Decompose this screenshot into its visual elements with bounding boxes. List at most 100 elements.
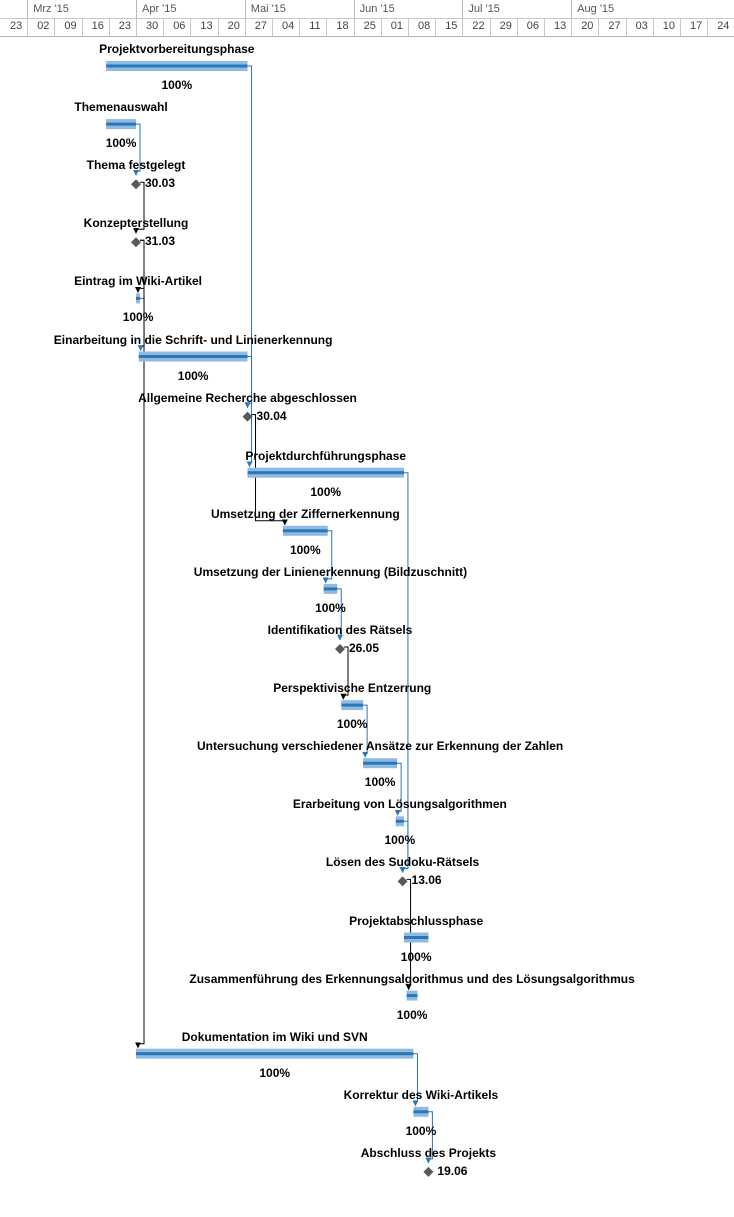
day-tick-label: 24 — [717, 20, 730, 32]
day-tick-label: 20 — [581, 20, 594, 32]
dependency-link — [133, 181, 145, 234]
milestone-diamond[interactable] — [242, 411, 253, 422]
task-label: Projektdurchführungsphase — [245, 448, 407, 463]
day-grid-line — [489, 18, 491, 36]
day-tick-label: 13 — [200, 20, 213, 32]
day-tick-label: 06 — [526, 20, 540, 32]
task-percent-complete: 100% — [289, 542, 321, 557]
day-grid-line — [81, 18, 83, 36]
task-progress-bar — [106, 64, 248, 68]
dependency-link — [394, 762, 402, 816]
day-tick-label: 01 — [390, 20, 404, 32]
day-tick-label: 30 — [146, 20, 159, 32]
task-progress-bar — [395, 819, 404, 823]
day-grid-line — [680, 18, 681, 36]
dependency-link — [322, 530, 333, 584]
task-label: Umsetzung der Ziffernerkennung — [210, 506, 400, 521]
dependency-link — [425, 1111, 433, 1164]
dependency-link — [133, 123, 141, 176]
task-label: Projektabschlussphase — [349, 913, 484, 928]
month-grid-line — [244, 0, 246, 18]
day-grid-line — [27, 18, 29, 36]
task-label: Untersuchung verschiedener Ansätze zur E… — [196, 739, 564, 754]
milestone-date: 30.04 — [256, 408, 287, 423]
day-grid-line — [108, 18, 110, 36]
task-progress-bar — [136, 296, 141, 300]
day-tick-label: 11 — [309, 20, 321, 32]
task-label: Korrektur des Wiki-Artikels — [343, 1087, 499, 1102]
task-progress-bar — [413, 1110, 429, 1114]
task-progress-bar — [282, 529, 328, 533]
task-label: Projektvorbereitungsphase — [99, 42, 255, 56]
task-progress-bar — [106, 122, 136, 126]
day-tick-label: 08 — [418, 20, 431, 32]
milestone-date: 13.06 — [411, 873, 442, 888]
timescale-bottom-border — [0, 36, 734, 37]
dependency-link — [251, 414, 288, 526]
task-label: Erarbeitung von Lösungsalgorithmen — [292, 797, 507, 812]
day-grid-line — [353, 18, 355, 36]
task-label: Thema festgelegt — [86, 158, 186, 173]
milestone-date: 30.03 — [145, 176, 176, 191]
dependency-link — [362, 704, 369, 758]
milestone-diamond[interactable] — [131, 179, 141, 190]
day-tick-label: 18 — [336, 20, 349, 32]
day-grid-line — [299, 18, 301, 36]
milestone-date: 26.05 — [349, 641, 380, 655]
day-grid-line — [625, 18, 627, 36]
day-tick-label: 03 — [635, 20, 648, 32]
task-percent-complete: 100% — [396, 1007, 428, 1022]
day-grid-line — [652, 18, 654, 36]
day-grid-line — [707, 18, 709, 36]
day-tick-label: 10 — [662, 20, 676, 32]
day-tick-label: 17 — [690, 20, 703, 32]
day-grid-line — [163, 18, 165, 36]
task-progress-bar — [323, 587, 338, 591]
dependency-link — [405, 878, 412, 991]
task-label: Abschluss des Projekts — [360, 1145, 497, 1160]
task-percent-complete: 100% — [122, 310, 154, 325]
task-percent-complete: 100% — [177, 368, 209, 383]
month-grid-line — [136, 0, 137, 18]
task-label: Lösen des Sudoku-Rätsels — [325, 855, 480, 870]
day-grid-line — [516, 18, 518, 36]
dependency-link — [244, 356, 253, 409]
milestone-diamond[interactable] — [131, 237, 141, 248]
task-label: Identifikation des Rätsels — [267, 623, 413, 637]
day-tick-label: 09 — [64, 20, 77, 32]
task-percent-complete: 100% — [364, 775, 396, 790]
dependency-link — [246, 65, 253, 468]
dependency-link — [399, 820, 409, 873]
month-tick-label: Aug '15 — [577, 3, 615, 15]
month-tick-label: Jun '15 — [359, 3, 395, 15]
task-progress-bar — [247, 471, 404, 475]
day-tick-label: 27 — [608, 20, 621, 32]
day-grid-line — [244, 18, 246, 36]
day-tick-label: 27 — [254, 20, 268, 32]
task-percent-complete: 100% — [315, 600, 346, 615]
month-grid-line — [27, 0, 29, 18]
dependency-link — [135, 239, 145, 1049]
milestone-date: 31.03 — [145, 234, 176, 249]
milestone-diamond[interactable] — [335, 644, 345, 654]
milestone-date: 19.06 — [437, 1163, 468, 1178]
day-grid-line — [380, 18, 382, 36]
milestone-diamond[interactable] — [423, 1166, 434, 1177]
dependency-link — [337, 588, 343, 641]
milestone-diamond[interactable] — [397, 876, 408, 887]
day-grid-line — [217, 18, 219, 36]
day-tick-label: 23 — [118, 20, 132, 32]
task-percent-complete: 100% — [310, 484, 342, 499]
task-percent-complete: 100% — [105, 136, 137, 151]
dependency-link — [340, 646, 349, 700]
task-label: Eintrag im Wiki-Artikel — [74, 274, 202, 289]
task-label: Einarbeitung in die Schrift- und Liniene… — [53, 332, 333, 347]
task-label: Zusammenführung des Erkennungsalgorithmu… — [189, 971, 635, 986]
task-percent-complete: 100% — [336, 717, 368, 732]
day-grid-line — [571, 18, 573, 36]
month-grid-line — [353, 0, 355, 18]
task-progress-bar — [341, 703, 364, 707]
day-tick-label: 23 — [10, 20, 23, 32]
